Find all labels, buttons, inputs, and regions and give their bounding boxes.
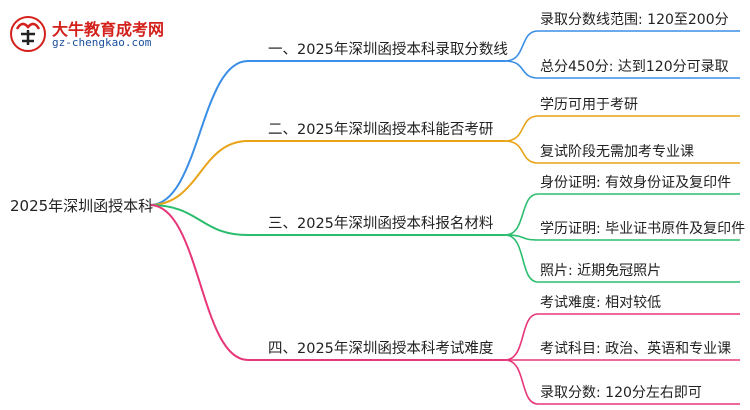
site-logo: 大牛教育成考网 gz-chengkao.com <box>8 14 178 54</box>
branch-4-label: 四、2025年深圳函授本科考试难度 <box>268 341 494 357</box>
branch-2-leaf-1: 学历可用于考研 <box>540 97 638 113</box>
branch-1-leaf-1: 录取分数线范围: 120至200分 <box>540 12 729 28</box>
branch-1-connector <box>149 60 505 206</box>
branch-3-leaf-2-connector <box>504 234 740 241</box>
logo-url: gz-chengkao.com <box>52 36 152 49</box>
branch-3-leaf-1: 身份证明: 有效身份证及复印件 <box>540 175 732 191</box>
branch-2-leaf-2: 复试阶段无需加考专业课 <box>540 144 694 160</box>
branch-4-leaf-1: 考试难度: 相对较低 <box>540 295 662 311</box>
branch-3-connector <box>149 204 505 236</box>
branch-1-label: 一、2025年深圳函授本科录取分数线 <box>268 42 508 58</box>
branch-1-leaf-2-connector <box>504 60 740 79</box>
branch-2-connector <box>149 140 505 206</box>
branch-1-leaf-2: 总分450分: 达到120分可录取 <box>540 59 729 75</box>
bull-logo-icon <box>10 16 46 52</box>
branch-2-leaf-2-connector <box>504 140 740 164</box>
logo-title: 大牛教育成考网 <box>52 20 165 39</box>
branch-4-leaf-2: 考试科目: 政治、英语和专业课 <box>540 341 732 357</box>
branch-3-leaf-3-connector <box>504 234 740 283</box>
branch-3-leaf-2: 学历证明: 毕业证书原件及复印件 <box>540 221 746 237</box>
branch-2-label: 二、2025年深圳函授本科能否考研 <box>268 122 494 138</box>
branch-4-leaf-1-connector <box>504 313 740 361</box>
branch-3-leaf-1-connector <box>504 193 740 236</box>
branch-4-leaf-3: 录取分数: 120分左右即可 <box>540 385 702 401</box>
branch-4-connector <box>149 204 505 361</box>
branch-3-leaf-3: 照片: 近期免冠照片 <box>540 263 662 279</box>
branch-1-leaf-1-connector <box>504 30 740 62</box>
root-node: 2025年深圳函授本科 <box>10 197 154 215</box>
branch-4-leaf-3-connector <box>504 359 740 405</box>
branch-2-leaf-1-connector <box>504 115 740 142</box>
branch-3-label: 三、2025年深圳函授本科报名材料 <box>268 216 494 232</box>
